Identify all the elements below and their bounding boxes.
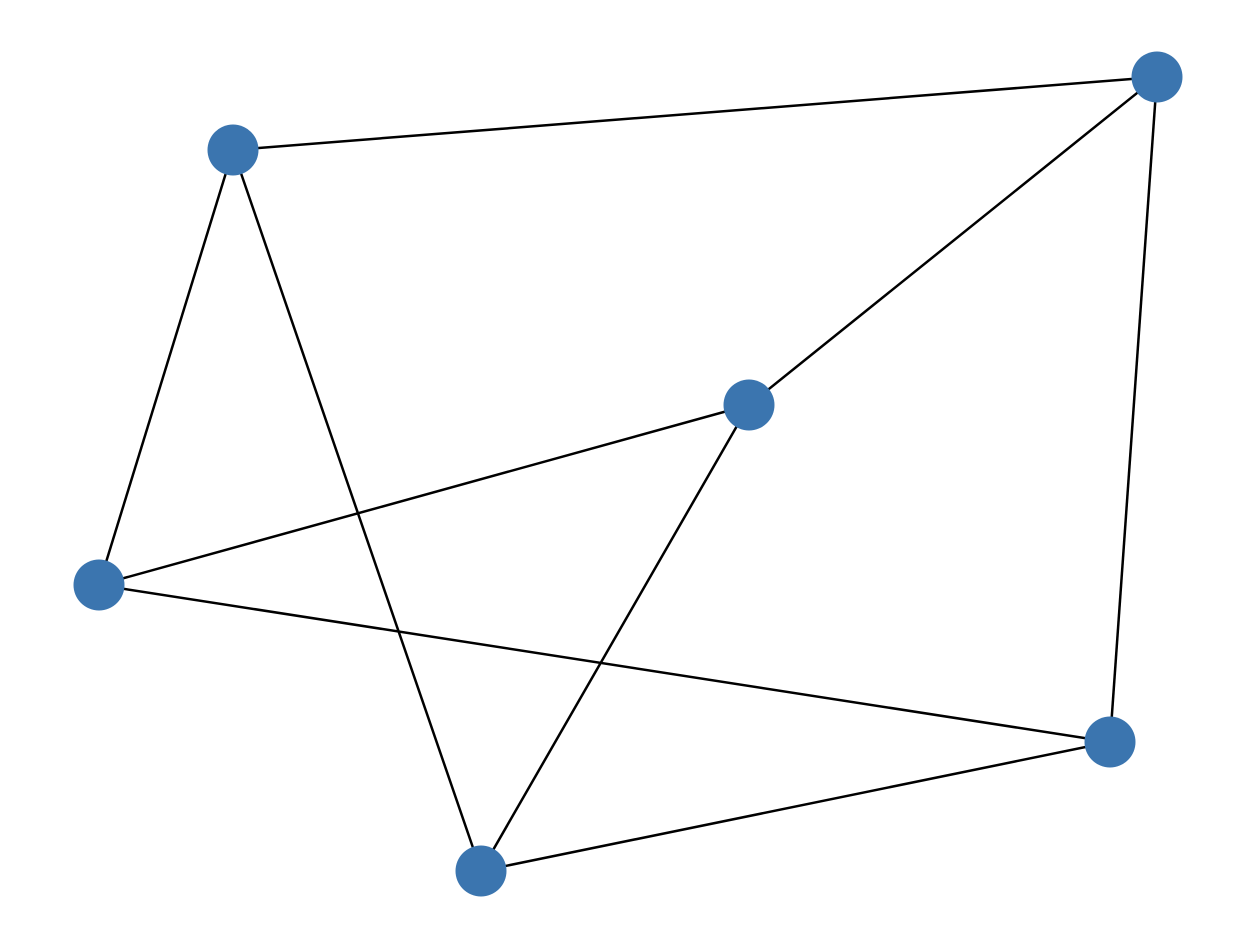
edges-layer [97,75,1159,873]
edge-n0-n5 [231,149,483,872]
node-n4 [1084,716,1136,768]
node-n3 [73,559,125,611]
edge-n2-n5 [479,404,751,872]
node-n0 [207,124,259,176]
edge-n1-n2 [748,76,1158,406]
node-n2 [723,379,775,431]
edge-n1-n4 [1108,76,1159,743]
edge-n0-n3 [97,149,235,586]
edge-n4-n5 [480,740,1111,873]
edge-n2-n3 [98,403,750,587]
node-n5 [455,845,507,897]
nodes-layer [73,51,1183,897]
node-n1 [1131,51,1183,103]
edge-n0-n1 [232,75,1158,152]
edge-n3-n4 [98,583,1111,744]
